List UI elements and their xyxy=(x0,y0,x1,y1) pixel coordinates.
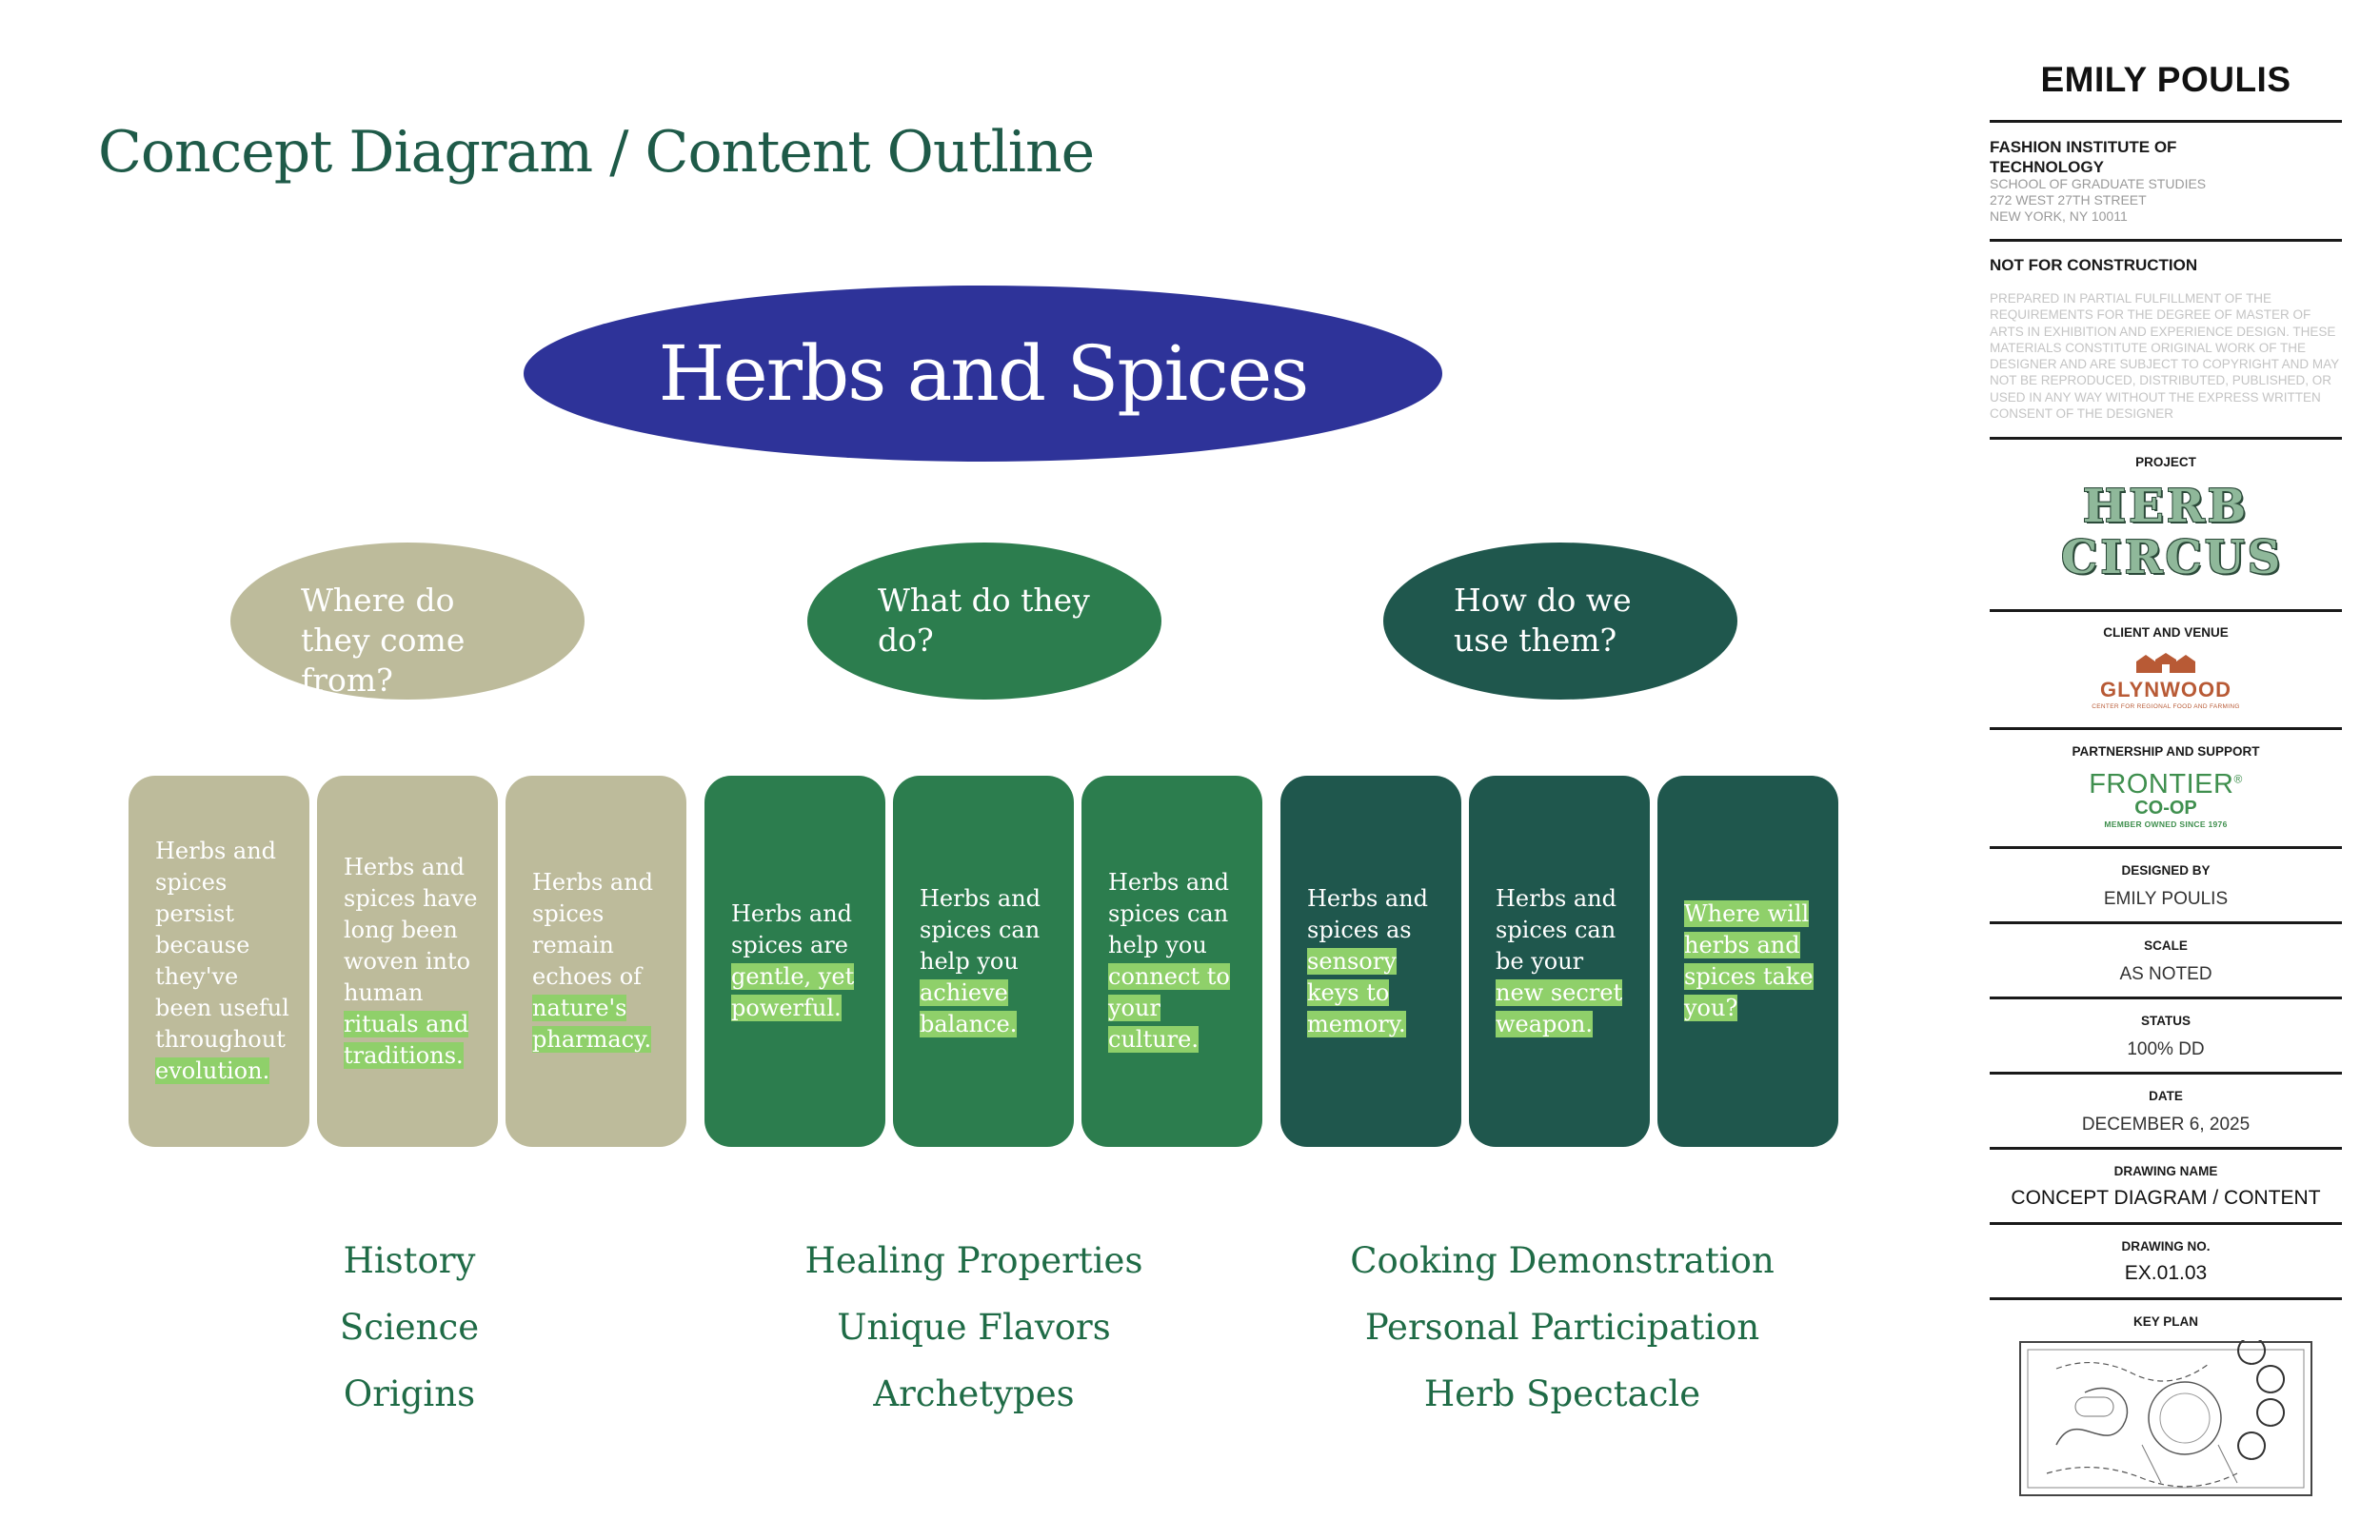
card-highlight: nature's pharmacy. xyxy=(532,995,652,1053)
designed-by-value: EMILY POULIS xyxy=(2103,889,2229,909)
frontier-coop: CO-OP xyxy=(2134,798,2197,819)
card-highlight: Where will herbs and spices take you? xyxy=(1684,900,1814,1021)
registered-mark: ® xyxy=(2233,772,2243,786)
barn-icon xyxy=(2136,653,2195,673)
card-text: Herbs and spices are xyxy=(731,900,853,958)
topic-list-origin: History Science Origins xyxy=(340,1228,479,1428)
divider xyxy=(1990,1147,2342,1150)
topic-item: Science xyxy=(339,1307,480,1348)
topic-item: Personal Participation xyxy=(1364,1307,1760,1348)
content-card: Herbs and spices can help you achieve ba… xyxy=(893,776,1074,1147)
drawing-no-label: DRAWING NO. xyxy=(2121,1239,2211,1254)
herb-circus-logo: HERB CIRCUS xyxy=(2061,480,2284,584)
topic-item: Cooking Demonstration xyxy=(1350,1240,1775,1281)
divider xyxy=(1990,1222,2342,1225)
card-text: Herbs and spices persist because they've… xyxy=(155,838,289,1053)
address-line: SCHOOL OF GRADUATE STUDIES xyxy=(1990,176,2207,191)
card-text: Herbs and spices have long been woven in… xyxy=(344,853,478,1006)
card-highlight: gentle, yet powerful. xyxy=(731,963,855,1021)
designed-by-label: DESIGNED BY xyxy=(2121,863,2211,878)
card-highlight: new secret weapon. xyxy=(1496,978,1623,1037)
topic-item: Healing Properties xyxy=(804,1240,1143,1281)
page-title: Concept Diagram / Content Outline xyxy=(98,119,1095,186)
client-label: CLIENT AND VENUE xyxy=(2103,625,2229,640)
divider xyxy=(1990,437,2342,440)
main-topic-oval: Herbs and Spices xyxy=(524,286,1442,462)
institution-name: FASHION INSTITUTE OF TECHNOLOGY xyxy=(1990,138,2177,176)
content-card: Where will herbs and spices take you? xyxy=(1657,776,1838,1147)
date-value: DECEMBER 6, 2025 xyxy=(2081,1115,2251,1135)
topic-item: Archetypes xyxy=(873,1373,1075,1414)
logo-line: CIRCUS xyxy=(2061,531,2284,584)
question-label: How do we use them? xyxy=(1454,582,1632,659)
question-oval-usage: How do we use them? xyxy=(1383,543,1737,700)
drawing-name-value: CONCEPT DIAGRAM / CONTENT xyxy=(2011,1187,2321,1209)
divider xyxy=(1990,846,2342,849)
divider xyxy=(1990,921,2342,924)
card-highlight: sensory keys to memory. xyxy=(1307,947,1406,1037)
key-plan-label: KEY PLAN xyxy=(2132,1314,2198,1329)
construction-notice: NOT FOR CONSTRUCTION xyxy=(1990,256,2198,274)
divider xyxy=(1990,609,2342,612)
card-text: Herbs and spices can help you xyxy=(1108,869,1230,958)
frontier-logo: FRONTIER® xyxy=(2075,769,2256,800)
institution-address: SCHOOL OF GRADUATE STUDIES 272 WEST 27TH… xyxy=(1990,176,2342,225)
content-card: Herbs and spices remain echoes of nature… xyxy=(506,776,686,1147)
question-label: Where do they come from? xyxy=(301,582,466,699)
frontier-name: FRONTIER xyxy=(2089,769,2234,800)
scale-value: AS NOTED xyxy=(2119,964,2212,984)
content-card: Herbs and spices are gentle, yet powerfu… xyxy=(704,776,885,1147)
topic-item: Unique Flavors xyxy=(837,1307,1111,1348)
date-label: DATE xyxy=(2149,1089,2183,1103)
project-label: PROJECT xyxy=(2135,455,2196,469)
card-text: Herbs and spices can help you xyxy=(920,884,1041,975)
content-card: Herbs and spices can be your new secret … xyxy=(1469,776,1650,1147)
divider xyxy=(1990,1072,2342,1075)
topic-item: History xyxy=(343,1240,476,1281)
topic-item: Origins xyxy=(343,1373,476,1414)
partner-label: PARTNERSHIP AND SUPPORT xyxy=(2072,744,2260,759)
address-line: 272 WEST 27TH STREET xyxy=(1990,192,2147,207)
topic-item: Herb Spectacle xyxy=(1423,1373,1701,1414)
legal-notice: PREPARED IN PARTIAL FULFILLMENT OF THE R… xyxy=(1990,291,2339,422)
address-line: NEW YORK, NY 10011 xyxy=(1990,208,2128,224)
logo-line: HERB xyxy=(2082,480,2250,533)
card-text: Herbs and spices can be your xyxy=(1496,884,1617,975)
glynwood-logo: GLYNWOOD xyxy=(2100,678,2231,701)
card-text: Herbs and spices as xyxy=(1307,884,1429,943)
question-oval-function: What do they do? xyxy=(807,543,1161,700)
question-oval-origin: Where do they come from? xyxy=(230,543,585,700)
card-highlight: connect to your culture. xyxy=(1108,963,1230,1053)
card-text: Herbs and spices remain echoes of xyxy=(532,869,654,990)
content-card: Herbs and spices persist because they've… xyxy=(129,776,309,1147)
card-highlight: evolution. xyxy=(155,1057,270,1084)
content-card: Herbs and spices have long been woven in… xyxy=(317,776,498,1147)
frontier-tagline: MEMBER OWNED SINCE 1976 xyxy=(2104,819,2228,829)
topic-list-function: Healing Properties Unique Flavors Archet… xyxy=(805,1228,1143,1428)
drawing-no-value: EX.01.03 xyxy=(2124,1262,2208,1284)
divider xyxy=(1990,120,2342,123)
card-highlight: rituals and traditions. xyxy=(344,1010,469,1069)
scale-label: SCALE xyxy=(2144,938,2188,953)
designer-name: EMILY POULIS xyxy=(2040,60,2291,99)
divider xyxy=(1990,727,2342,730)
divider xyxy=(1990,1297,2342,1300)
key-plan-drawing xyxy=(2019,1340,2312,1496)
content-card: Herbs and spices can help you connect to… xyxy=(1081,776,1262,1147)
drawing-name-label: DRAWING NAME xyxy=(2113,1164,2218,1178)
glynwood-tagline: CENTER FOR REGIONAL FOOD AND FARMING xyxy=(2092,703,2240,710)
divider xyxy=(1990,997,2342,999)
status-label: STATUS xyxy=(2141,1014,2191,1028)
status-value: 100% DD xyxy=(2127,1039,2205,1059)
question-label: What do they do? xyxy=(878,582,1090,659)
topic-list-usage: Cooking Demonstration Personal Participa… xyxy=(1350,1228,1775,1428)
card-highlight: achieve balance. xyxy=(920,978,1018,1037)
main-topic-label: Herbs and Spices xyxy=(658,329,1310,418)
divider xyxy=(1990,239,2342,242)
content-card: Herbs and spices as sensory keys to memo… xyxy=(1280,776,1461,1147)
